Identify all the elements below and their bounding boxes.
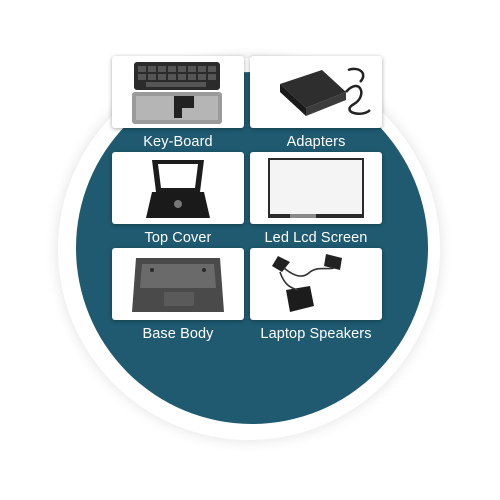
product-tile-keyboard[interactable] <box>112 56 244 128</box>
keyboard-icon <box>132 62 222 124</box>
lcd-screen-icon <box>268 158 364 218</box>
product-label-keyboard: Key-Board <box>143 134 213 150</box>
product-tile-base[interactable] <box>112 248 244 320</box>
power-adapter-icon <box>280 67 371 116</box>
product-tile-top-cover[interactable] <box>112 152 244 224</box>
product-label-speakers: Laptop Speakers <box>260 326 372 342</box>
product-label-base: Base Body <box>142 326 214 342</box>
laptop-speakers-icon <box>272 254 342 312</box>
product-label-lcd: Led Lcd Screen <box>264 230 368 246</box>
product-tile-lcd[interactable] <box>250 152 382 224</box>
laptop-base-body-icon <box>132 258 224 312</box>
product-label-top-cover: Top Cover <box>144 230 212 246</box>
laptop-top-cover-icon <box>146 160 210 218</box>
product-label-adapters: Adapters <box>286 134 346 150</box>
product-tile-speakers[interactable] <box>250 248 382 320</box>
product-tile-adapters[interactable] <box>250 56 382 128</box>
